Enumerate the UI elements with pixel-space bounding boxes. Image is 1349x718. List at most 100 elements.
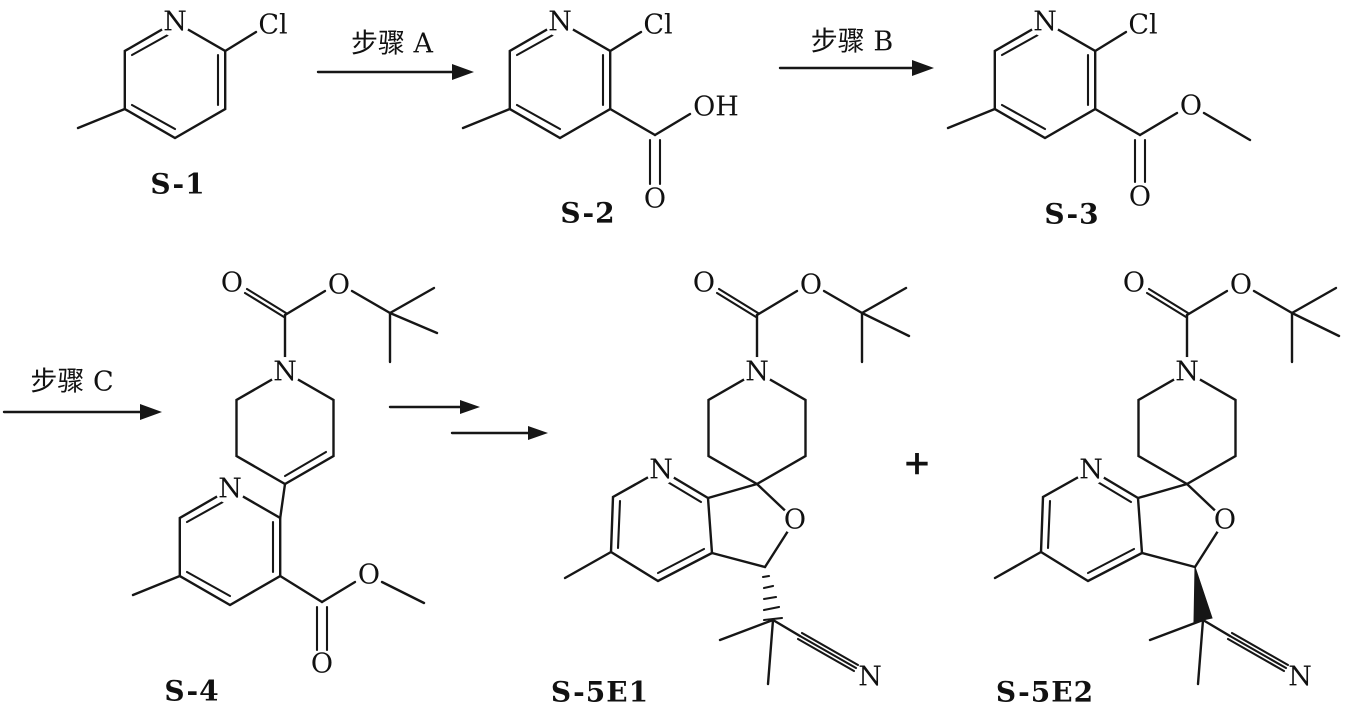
compound-label-s4: S-4 (164, 675, 219, 708)
pyridine-nitrogen-label: N (218, 474, 242, 505)
o-tbu-bond (822, 289, 864, 315)
c-nitrile-bond (771, 618, 802, 638)
methyl-bond (1148, 618, 1205, 642)
pyridine-nitrogen-label: N (649, 455, 673, 486)
nitrile-triple-bond (1226, 631, 1290, 673)
c-o-ester-bond (1185, 289, 1229, 317)
compound-label-s2: S-2 (560, 197, 615, 230)
nitrogen-label: N (548, 7, 572, 38)
atom-knockout (215, 474, 245, 504)
double-bond (1000, 103, 1047, 131)
o-tbu-bond (1252, 289, 1294, 315)
nitrogen-label: N (1175, 357, 1199, 388)
pyridine-ring (993, 20, 1097, 140)
methyl-bond (461, 107, 511, 130)
o-tbu-bond (350, 289, 392, 315)
pyridine-ring (123, 20, 227, 140)
double-bond (515, 103, 562, 131)
oxygen-label: O (1129, 182, 1151, 213)
pyridine-ring (178, 487, 282, 607)
arrow-head (140, 404, 162, 420)
nitrile-nitrogen-label: N (858, 662, 882, 693)
arrow-head (452, 64, 474, 80)
double-bond (1086, 547, 1136, 575)
c-o-ester-bond (320, 580, 357, 604)
atom-knockout (1211, 506, 1239, 534)
methyl-bond (946, 107, 996, 130)
compound-label-s3: S-3 (1044, 198, 1099, 231)
methyl-bond (993, 550, 1043, 580)
compound-label-s5e2: S-5E2 (996, 676, 1094, 709)
nitrile-triple-bond (796, 631, 860, 673)
double-bond (656, 547, 706, 575)
o-methyl-bond (1202, 111, 1252, 142)
multi-step-arrows (388, 400, 548, 440)
c-cl-bond (223, 30, 258, 53)
compound-label-s5e1: S-5E1 (551, 676, 649, 709)
tetrahydropyridine-ring (235, 370, 335, 486)
furan-bond (1136, 482, 1189, 500)
molecule-s3: N Cl O O S-3 (946, 7, 1252, 231)
plus-operator: + (903, 443, 932, 483)
furan-bond (706, 482, 759, 500)
c-nitrile-bond (1201, 618, 1232, 638)
carbonyl-double-bond (715, 291, 758, 319)
step-c-label: 步骤 C (30, 367, 113, 398)
carbonyl-oxygen-label: O (311, 649, 333, 680)
stereo-bond-hashed (761, 574, 784, 622)
tbu-methyl-bond (1290, 286, 1338, 315)
furan-bond (710, 551, 767, 569)
ester-oxygen-label: O (800, 270, 822, 301)
c-cl-bond (1093, 30, 1128, 53)
carbonyl-oxygen-label: O (1123, 268, 1145, 299)
atom-knockout (742, 357, 772, 387)
nitrile-nitrogen-label: N (1288, 662, 1312, 693)
ester-oxygen-label: O (1180, 91, 1202, 122)
nitrogen-label: N (163, 7, 187, 38)
double-bond (130, 103, 177, 131)
atom-knockout (270, 357, 300, 387)
tbu-methyl-bond (1290, 311, 1341, 338)
enamine-double-bond (283, 450, 328, 478)
molecule-s2: N Cl OH O S-2 (461, 7, 739, 230)
step-a-arrow: 步骤 A (316, 29, 474, 80)
c-cl-bond (609, 30, 643, 53)
o-methyl-bond (380, 580, 426, 605)
c-carbonyl-bond (279, 574, 324, 604)
pyridine-ring (609, 468, 714, 583)
ester-oxygen-label: O (328, 270, 350, 301)
stereo-bond-wedge (1193, 566, 1213, 623)
molecule-s5e1: O O N N O N S-5E1 (551, 268, 911, 709)
arrow-head (460, 400, 480, 414)
atom-knockout (545, 7, 575, 37)
step-b-label: 步骤 B (811, 27, 893, 58)
piperidine-ring (1137, 370, 1237, 486)
carbonyl-double-bond (245, 287, 288, 315)
furan-oxygen-label: O (784, 505, 806, 536)
chlorine-label: Cl (1128, 10, 1157, 41)
pyridine-nitrogen-label: N (1079, 455, 1103, 486)
tbu-methyl-bond (860, 311, 911, 338)
molecule-s1: N Cl S-1 (76, 7, 288, 201)
methyl-bond (1196, 618, 1205, 686)
atom-knockout (1030, 7, 1060, 37)
furan-bond (1140, 551, 1197, 569)
atom-knockout (1076, 455, 1106, 485)
furan-oxygen-label: O (1214, 505, 1236, 536)
double-bond (185, 570, 232, 598)
arrow-head (528, 426, 548, 440)
step-a-label: 步骤 A (351, 29, 434, 60)
tbu-methyl-bond (388, 286, 436, 315)
step-b-arrow: 步骤 B (778, 27, 934, 76)
methyl-bond (76, 107, 127, 130)
atom-knockout (781, 506, 809, 534)
double-bond (1046, 499, 1052, 550)
tbu-methyl-bond (388, 311, 439, 335)
oxygen-label: O (644, 184, 666, 215)
c-carbonyl-bond (609, 107, 657, 137)
c-o-ester-bond (283, 289, 327, 317)
chlorine-label: Cl (258, 10, 287, 41)
pyridine-ring (508, 20, 612, 140)
molecule-s5e2: O O N N O N S-5E2 (993, 268, 1341, 709)
